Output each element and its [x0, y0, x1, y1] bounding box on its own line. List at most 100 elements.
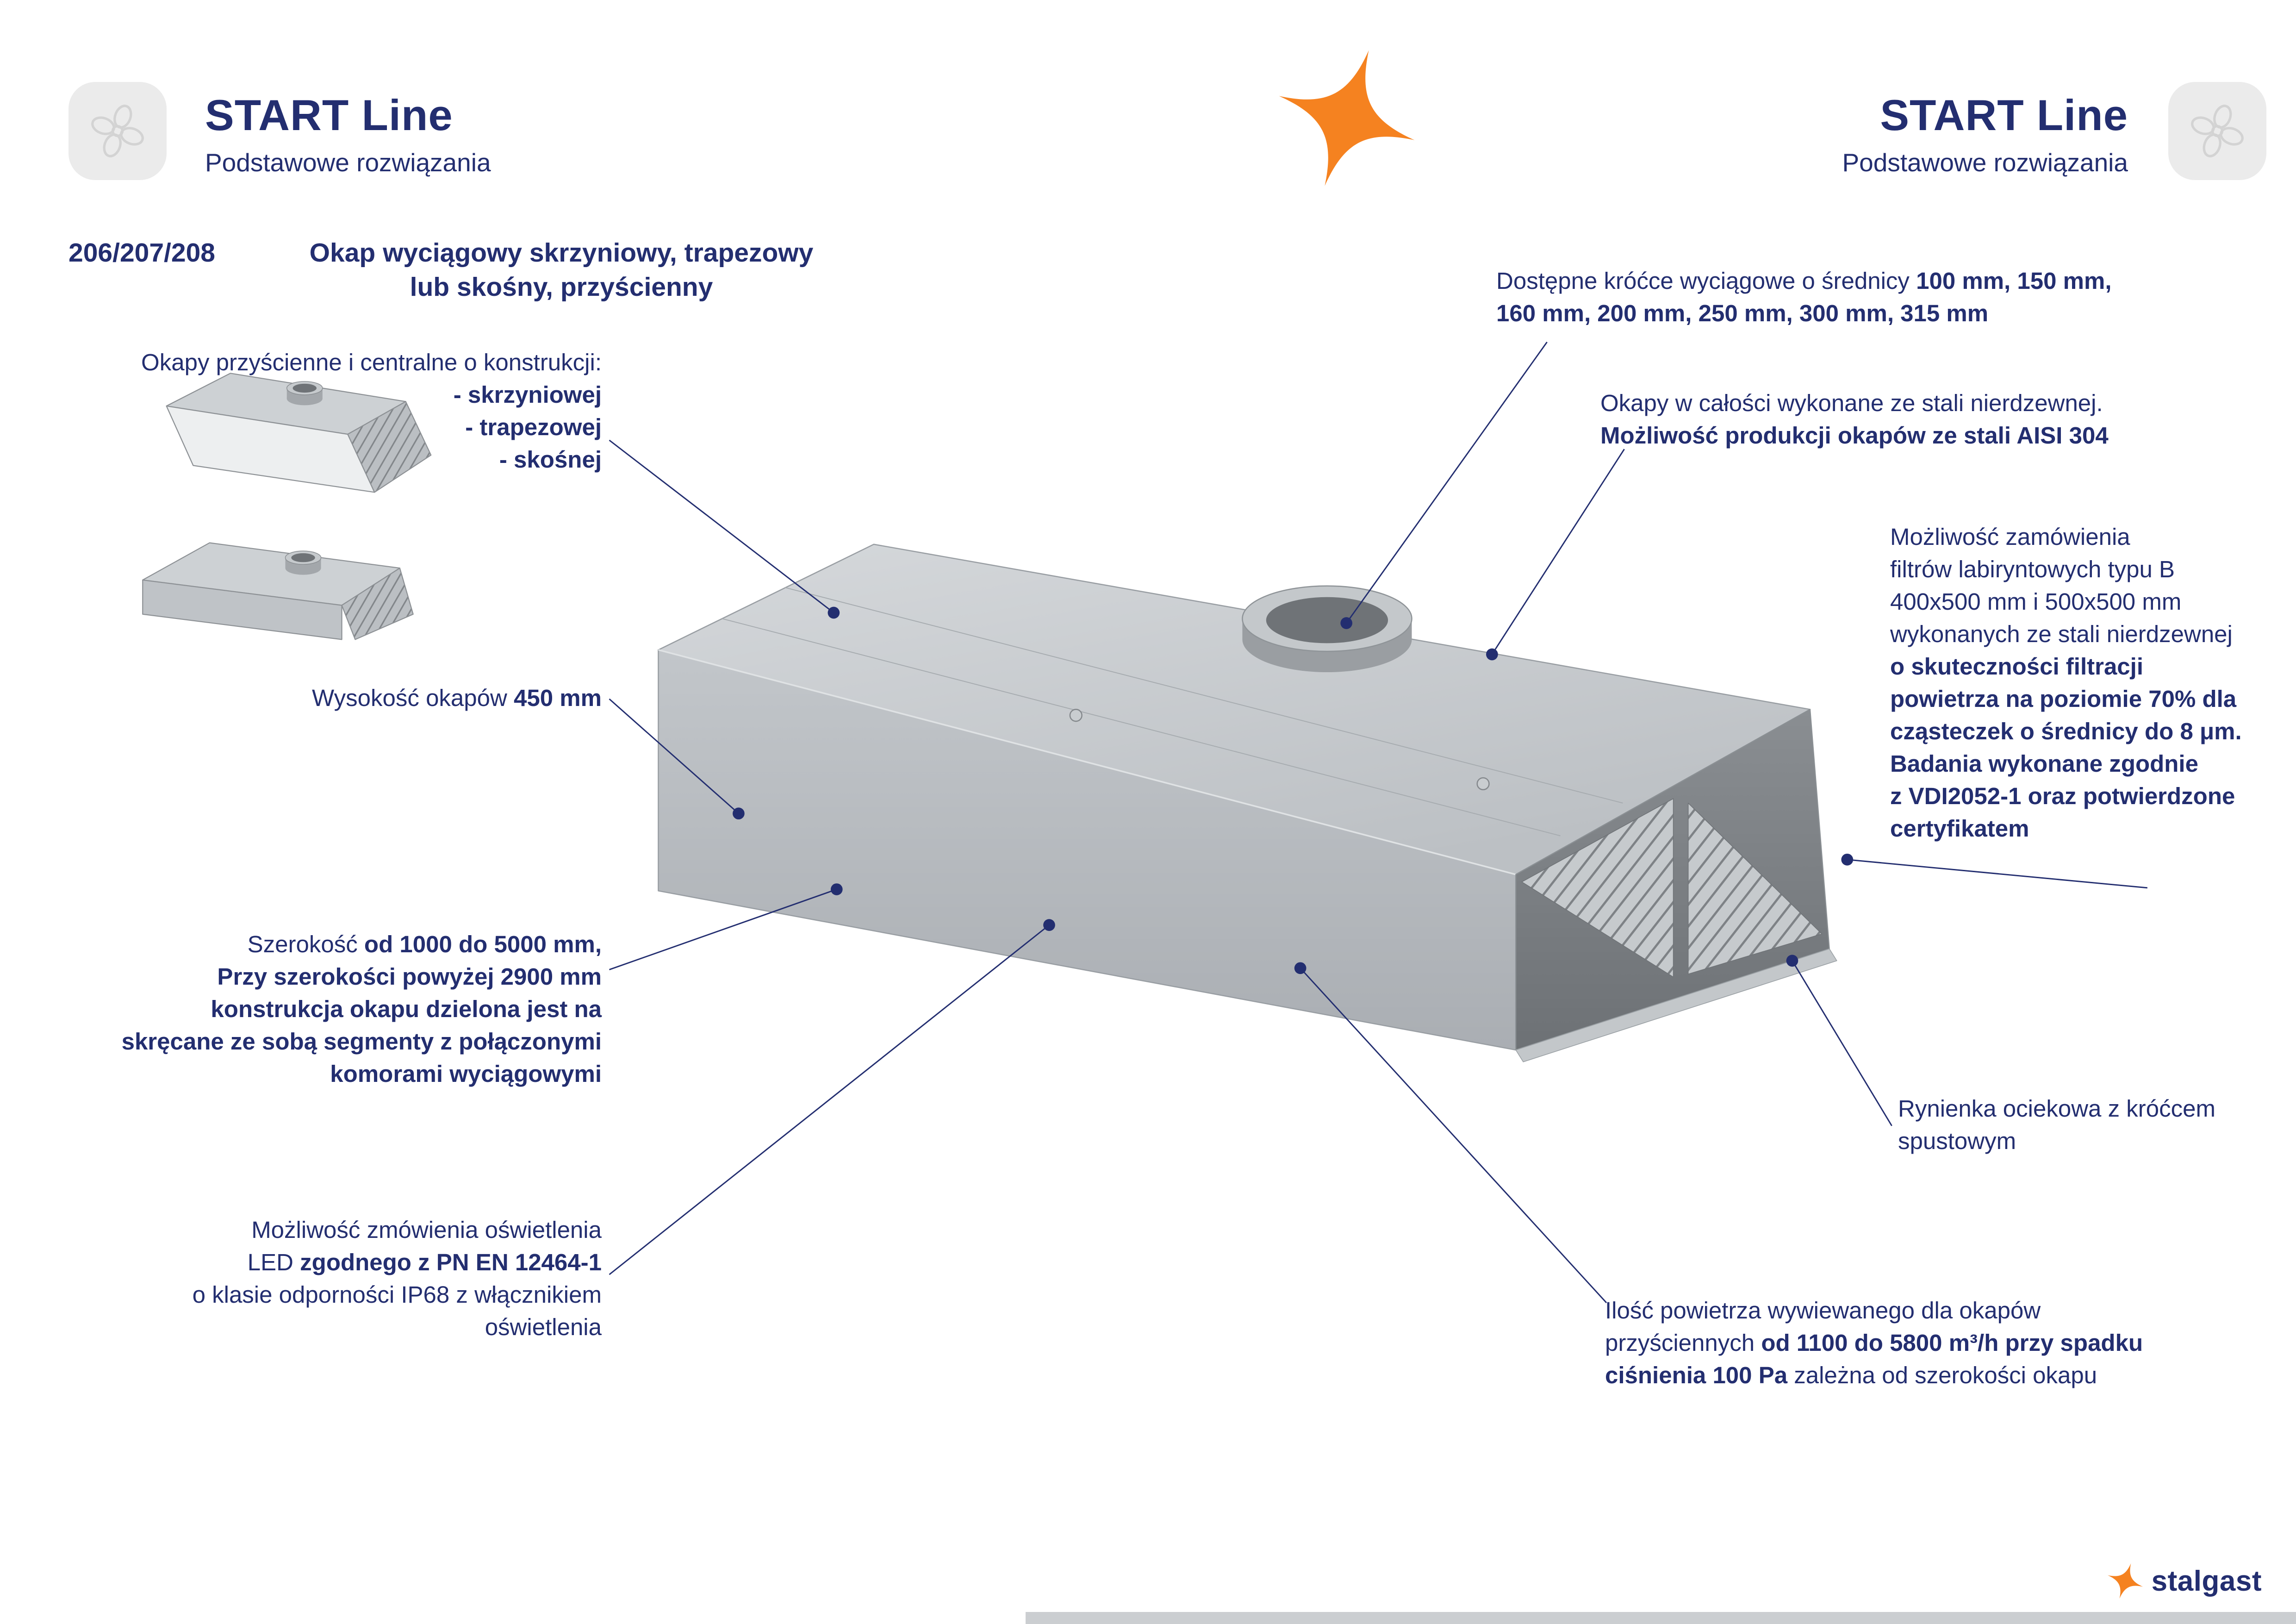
led-text: LED	[247, 1249, 300, 1275]
leader-dot	[733, 807, 745, 820]
leader-dot	[1043, 919, 1055, 931]
fan-badge-right	[2168, 82, 2266, 180]
brand-title: START Line	[205, 91, 453, 139]
product-title-line1: Okap wyciągowy skrzyniowy, trapezowy	[309, 238, 814, 268]
width-line: Przy szerokości powyżej 2900 mm	[217, 963, 602, 990]
airflow-text: przyściennych	[1605, 1330, 1761, 1356]
width-line: konstrukcja okapu dzielona jest na	[211, 996, 602, 1022]
annotation-steel: Okapy w całości wykonane ze stali nierdz…	[1600, 387, 2109, 452]
fan-badge-left	[68, 82, 167, 180]
top-seam-line	[722, 618, 1561, 837]
annotation-height: Wysokość okapów 450 mm	[312, 682, 602, 714]
brand-right: START Line Podstawowe rozwiązania	[1842, 91, 2128, 177]
drip-tray-edge	[1515, 948, 1837, 1062]
brand-subtitle: Podstawowe rozwiązania	[1842, 148, 2128, 177]
construction-item: - skośnej	[499, 446, 602, 473]
height-value: 450 mm	[514, 685, 602, 711]
leader-line	[1491, 449, 1625, 655]
annotation-filters: Możliwość zamówienia filtrów labiryntowy…	[1890, 521, 2242, 845]
leader-line	[1345, 342, 1548, 624]
filters-line: wykonanych ze stali nierdzewnej	[1890, 621, 2233, 647]
logo-star-icon	[2107, 1563, 2143, 1599]
airflow-value: od 1100 do 5800 m³/h przy spadku	[1761, 1330, 2143, 1356]
led-line: o klasie odporności IP68 z włącznikiem	[192, 1281, 602, 1308]
filters-line: z VDI2052-1 oraz potwierdzone	[1890, 783, 2235, 809]
brand-left: START Line Podstawowe rozwiązania	[205, 91, 491, 177]
ducts-text: Dostępne króćce wyciągowe o średnicy	[1496, 268, 1916, 294]
logo-text: stalgast	[2151, 1565, 2262, 1597]
annotation-led: Możliwość zmówienia oświetlenia LED zgod…	[193, 1214, 602, 1343]
construction-item: - skrzyniowej	[453, 381, 602, 408]
sparkle-star-icon	[1279, 50, 1415, 186]
product-code: 206/207/208	[68, 238, 215, 268]
airflow-pressure: ciśnienia 100 Pa	[1605, 1362, 1794, 1388]
main-hood	[658, 543, 1837, 1062]
baffle-filters	[1687, 802, 1823, 974]
leader-dot	[1486, 648, 1498, 661]
fan-icon	[2191, 105, 2244, 157]
product-title: Okap wyciągowy skrzyniowy, trapezowy lub…	[263, 236, 860, 304]
leader-line	[609, 924, 1050, 1275]
leader-lines	[609, 342, 2148, 1304]
leader-dot	[1841, 853, 1854, 866]
airflow-text: zależna od szerokości okapu	[1794, 1362, 2097, 1388]
annotation-ducts: Dostępne króćce wyciągowe o średnicy 100…	[1496, 265, 2112, 330]
filters-line: o skuteczności filtracji	[1890, 653, 2144, 680]
filters-line: Badania wykonane zgodnie	[1890, 750, 2198, 777]
leader-dot	[1340, 617, 1353, 629]
annotation-gutter: Rynienka ociekowa z króćcem spustowym	[1898, 1093, 2215, 1157]
airflow-line: ciśnienia 100 Pa zależna od szerokości o…	[1605, 1359, 2143, 1392]
leader-line	[1847, 859, 2148, 889]
small-hood-2-collar	[285, 550, 322, 575]
ducts-line: 160 mm, 200 mm, 250 mm, 300 mm, 315 mm	[1496, 300, 1989, 326]
leader-line	[609, 439, 834, 613]
duct-collar	[1242, 585, 1412, 673]
filters-line: powietrza na poziomie 70% dla	[1890, 686, 2237, 712]
top-seam-line	[784, 587, 1623, 804]
annotation-airflow: Ilość powietrza wywiewanego dla okapów p…	[1605, 1294, 2143, 1392]
filters-line: certyfikatem	[1890, 815, 2029, 842]
brand-subtitle: Podstawowe rozwiązania	[205, 148, 491, 177]
airflow-line: przyściennych od 1100 do 5800 m³/h przy …	[1605, 1327, 2143, 1359]
annotation-construction: Okapy przyścienne i centralne o konstruk…	[141, 346, 602, 476]
fastener-head	[1069, 709, 1083, 722]
leader-dot	[830, 883, 843, 895]
filters-line: cząsteczek o średnicy do 8 μm.	[1890, 718, 2242, 744]
ducts-line: Dostępne króćce wyciągowe o średnicy 100…	[1496, 265, 2112, 297]
fan-icon	[91, 105, 144, 157]
small-hood-1-collar	[286, 381, 323, 406]
ducts-sizes: 100 mm, 150 mm,	[1916, 268, 2112, 294]
leader-line	[609, 888, 837, 970]
product-title-line2: lub skośny, przyścienny	[410, 272, 713, 302]
height-label: Wysokość okapów	[311, 685, 514, 711]
width-value: od 1000 do 5000 mm,	[364, 931, 602, 957]
construction-intro: Okapy przyścienne i centralne o konstruk…	[141, 349, 602, 375]
gutter-line: Rynienka ociekowa z króćcem	[1898, 1095, 2215, 1122]
steel-line: Okapy w całości wykonane ze stali nierdz…	[1600, 390, 2103, 416]
led-line: oświetlenia	[485, 1314, 602, 1340]
bottom-scrollbar[interactable]	[1026, 1612, 2296, 1624]
small-hood-box	[142, 542, 414, 640]
leader-dot	[1294, 962, 1307, 974]
width-line: Szerokość od 1000 do 5000 mm,	[122, 928, 602, 961]
front-top-edge-highlight	[658, 649, 1516, 875]
brand-title: START Line	[1880, 91, 2128, 139]
leader-dot	[828, 606, 840, 619]
width-line: komorami wyciągowymi	[330, 1061, 602, 1087]
filters-line: filtrów labiryntowych typu B	[1890, 556, 2175, 582]
leader-dot	[1786, 955, 1798, 967]
filters-line: Możliwość zamówienia	[1890, 524, 2130, 550]
small-hood-trapezoid	[166, 373, 432, 493]
leader-dots	[733, 606, 1854, 974]
annotation-width: Szerokość od 1000 do 5000 mm, Przy szero…	[122, 928, 602, 1090]
gutter-line: spustowym	[1898, 1128, 2016, 1154]
width-line: skręcane ze sobą segmenty z połączonymi	[121, 1028, 602, 1055]
airflow-line: Ilość powietrza wywiewanego dla okapów	[1605, 1297, 2041, 1324]
led-line: Możliwość zmówienia oświetlenia	[251, 1217, 602, 1243]
stalgast-logo: stalgast	[2105, 1561, 2262, 1601]
led-line: LED zgodnego z PN EN 12464-1	[193, 1246, 602, 1279]
fastener-head	[1476, 777, 1490, 791]
construction-item: - trapezowej	[465, 414, 602, 440]
